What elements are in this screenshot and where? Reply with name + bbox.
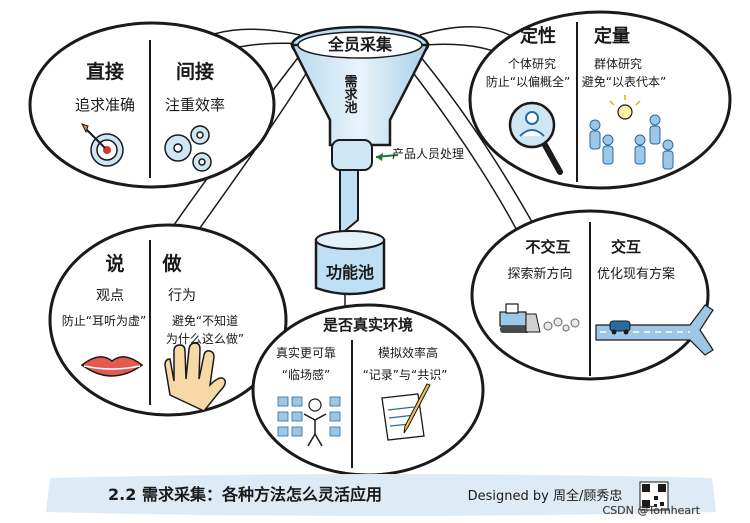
do-line3: 为什么这么做” <box>166 331 244 346</box>
interactive-desc: 优化现有方案 <box>597 266 675 282</box>
designer-credit: Designed by 周全/顾秀忠 <box>468 488 623 504</box>
footer-title: 2.2 需求采集：各种方法怎么灵活应用 <box>108 485 382 504</box>
simulated-line1: 模拟效率高 <box>378 345 438 360</box>
real-environment-title: 是否真实环境 <box>322 316 413 334</box>
indirect-desc: 注重效率 <box>165 96 225 114</box>
do-line1: 行为 <box>168 288 196 304</box>
say-title: 说 <box>105 252 124 275</box>
footer-banner: 2.2 需求采集：各种方法怎么灵活应用 Designed by 周全/顾秀忠 C… <box>46 474 716 517</box>
function-pool-label: 功能池 <box>326 263 374 282</box>
do-line2: 避免“不知道 <box>172 313 238 328</box>
quantitative-title: 定量 <box>594 25 630 47</box>
say-line1: 观点 <box>96 288 124 304</box>
watermark: CSDN @Tomheart <box>603 504 701 517</box>
quantitative-line1: 群体研究 <box>594 56 642 71</box>
bubble-real-environment: 是否真实环境 真实更可靠 “临场感” 模拟效率高 “记录”与“共识” <box>253 305 483 475</box>
real-line2: “临场感” <box>282 367 330 382</box>
bubble-interaction: 不交互 探索新方向 交互 优化现有方案 <box>472 211 713 379</box>
simulated-line2: “记录”与“共识” <box>363 368 448 382</box>
grip-clamp <box>332 140 372 170</box>
direct-title: 直接 <box>86 60 124 83</box>
non-interactive-desc: 探索新方向 <box>507 266 572 282</box>
funnel-top-label: 全员采集 <box>327 35 393 54</box>
qualitative-line2: 防止“以偏概全” <box>486 74 570 89</box>
collection-funnel: 全员采集 需求池 产品人员处理 功能池 <box>292 27 464 294</box>
product-handler-label: 产品人员处理 <box>392 147 464 161</box>
indirect-title: 间接 <box>176 61 214 83</box>
quantitative-line2: 避免“以表代本” <box>582 74 666 89</box>
interactive-title: 交互 <box>611 238 641 256</box>
non-interactive-title: 不交互 <box>525 238 570 256</box>
do-title: 做 <box>161 252 181 275</box>
say-line2: 防止“耳听为虚” <box>62 313 146 328</box>
bubble-qualitative-quantitative: 定性 个体研究 防止“以偏概全” 定量 群体研究 避免“以表代本” <box>470 12 730 188</box>
qualitative-title: 定性 <box>520 25 556 47</box>
bubble-direct-indirect: 直接 追求准确 间接 注重效率 <box>30 23 274 187</box>
real-line1: 真实更可靠 <box>276 345 336 360</box>
bubble-say-do: 说 观点 防止“耳听为虚” 做 行为 避免“不知道 为什么这么做” <box>50 225 286 415</box>
qualitative-line1: 个体研究 <box>508 56 556 71</box>
demand-pool-label: 需求池 <box>342 75 358 115</box>
direct-desc: 追求准确 <box>75 96 135 114</box>
